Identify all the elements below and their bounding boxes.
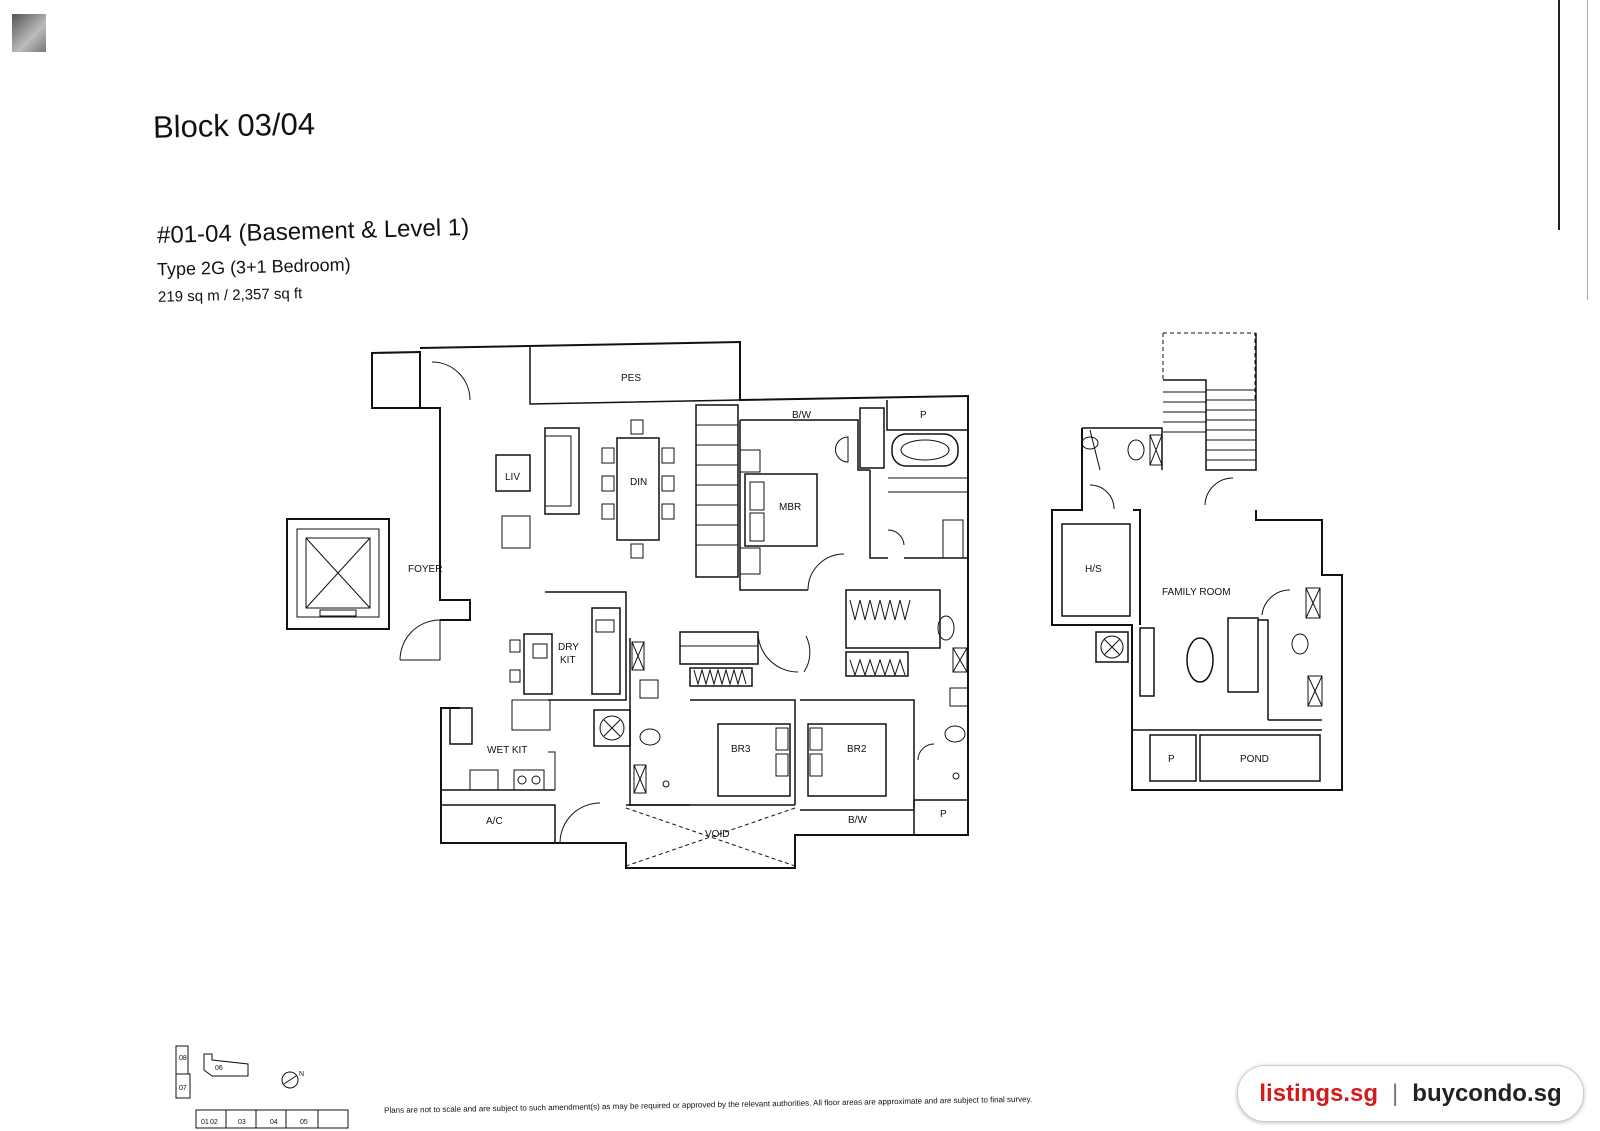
room-label-dry-kit-2: KIT [560, 655, 576, 666]
room-label-p-pond: P [1168, 754, 1175, 765]
room-label-void: VOID [705, 829, 729, 840]
keyplan-block-01: 01 [201, 1119, 209, 1126]
brand-separator: | [1392, 1079, 1399, 1107]
room-label-bw-top: B/W [792, 410, 811, 421]
branding-badge[interactable]: listings.sg | buycondo.sg [1237, 1065, 1584, 1122]
keyplan-block-04: 04 [270, 1119, 278, 1126]
room-label-wet-kit: WET KIT [487, 745, 527, 756]
keyplan-block-05: 05 [300, 1119, 308, 1126]
room-label-br2: BR2 [847, 744, 867, 755]
room-label-ac: A/C [486, 816, 503, 827]
scan-edge [1558, 0, 1560, 230]
keyplan-block-07: 07 [179, 1085, 187, 1092]
room-label-mbr: MBR [779, 502, 801, 513]
room-label-pond: POND [1240, 754, 1269, 765]
room-label-p-top: P [920, 410, 927, 421]
room-label-bw-bottom: B/W [848, 815, 867, 826]
keyplan-block-03: 03 [238, 1119, 246, 1126]
room-label-br3: BR3 [731, 744, 751, 755]
room-label-pes: PES [621, 373, 641, 384]
brand-link-buycondo[interactable]: buycondo.sg [1412, 1079, 1562, 1107]
room-label-family-room: FAMILY ROOM [1162, 587, 1231, 598]
room-label-liv: LIV [505, 472, 520, 483]
room-label-foyer: FOYER [408, 564, 442, 575]
room-label-hs: H/S [1085, 564, 1102, 575]
keyplan-block-08: 08 [179, 1055, 187, 1062]
keyplan-block-06: 06 [215, 1065, 223, 1072]
brand-link-listings[interactable]: listings.sg [1259, 1079, 1379, 1107]
main-level-plan [286, 340, 969, 869]
north-arrow-label: N [299, 1071, 304, 1078]
room-label-dry-kit-1: DRY [558, 642, 579, 653]
scan-artifact [12, 14, 46, 52]
room-label-p-bottom: P [940, 809, 947, 820]
room-label-din: DIN [630, 477, 647, 488]
scan-edge [1587, 0, 1588, 300]
basement-plan [1051, 332, 1343, 791]
keyplan-block-02: 02 [210, 1119, 218, 1126]
key-plan: 08 06 07 01 02 03 04 05 N [175, 1045, 349, 1129]
